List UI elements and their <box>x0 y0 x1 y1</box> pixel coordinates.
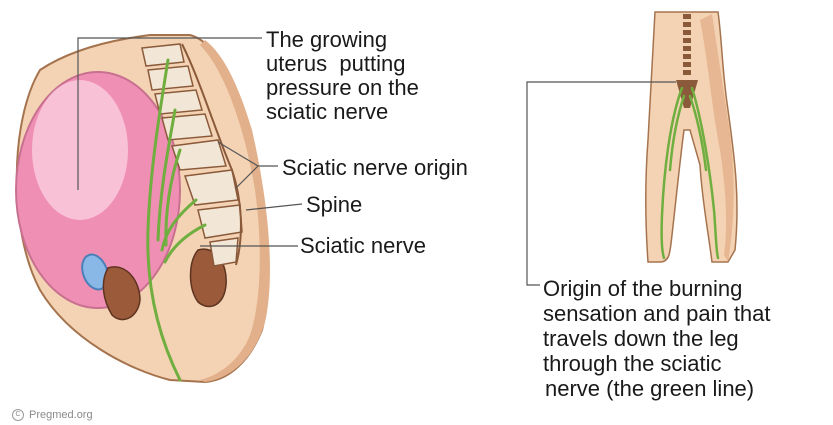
label-burning-origin-line-2: sensation and pain that <box>543 301 771 326</box>
credit-text: Pregmed.org <box>29 409 93 421</box>
label-sciatic-nerve: Sciatic nerve <box>300 234 426 258</box>
label-uterus-pressure-line-2: uterus putting <box>266 52 419 76</box>
credit-line: C Pregmed.org <box>12 409 93 421</box>
label-burning-origin-line-3: travels down the leg <box>543 326 771 351</box>
label-uterus-pressure: The growing uterus putting pressure on t… <box>266 28 419 124</box>
label-burning-origin-line-5: nerve (the green line) <box>543 376 771 401</box>
label-uterus-pressure-line-4: sciatic nerve <box>266 100 419 124</box>
label-burning-origin-line-4: through the sciatic <box>543 351 771 376</box>
label-spine: Spine <box>306 193 362 217</box>
label-nerve-origin: Sciatic nerve origin <box>282 156 468 180</box>
copyright-icon: C <box>12 409 24 421</box>
label-uterus-pressure-line-3: pressure on the <box>266 76 419 100</box>
label-burning-origin-line-1: Origin of the burning <box>543 276 771 301</box>
label-burning-origin: Origin of the burning sensation and pain… <box>543 276 771 401</box>
label-uterus-pressure-line-1: The growing <box>266 28 419 52</box>
